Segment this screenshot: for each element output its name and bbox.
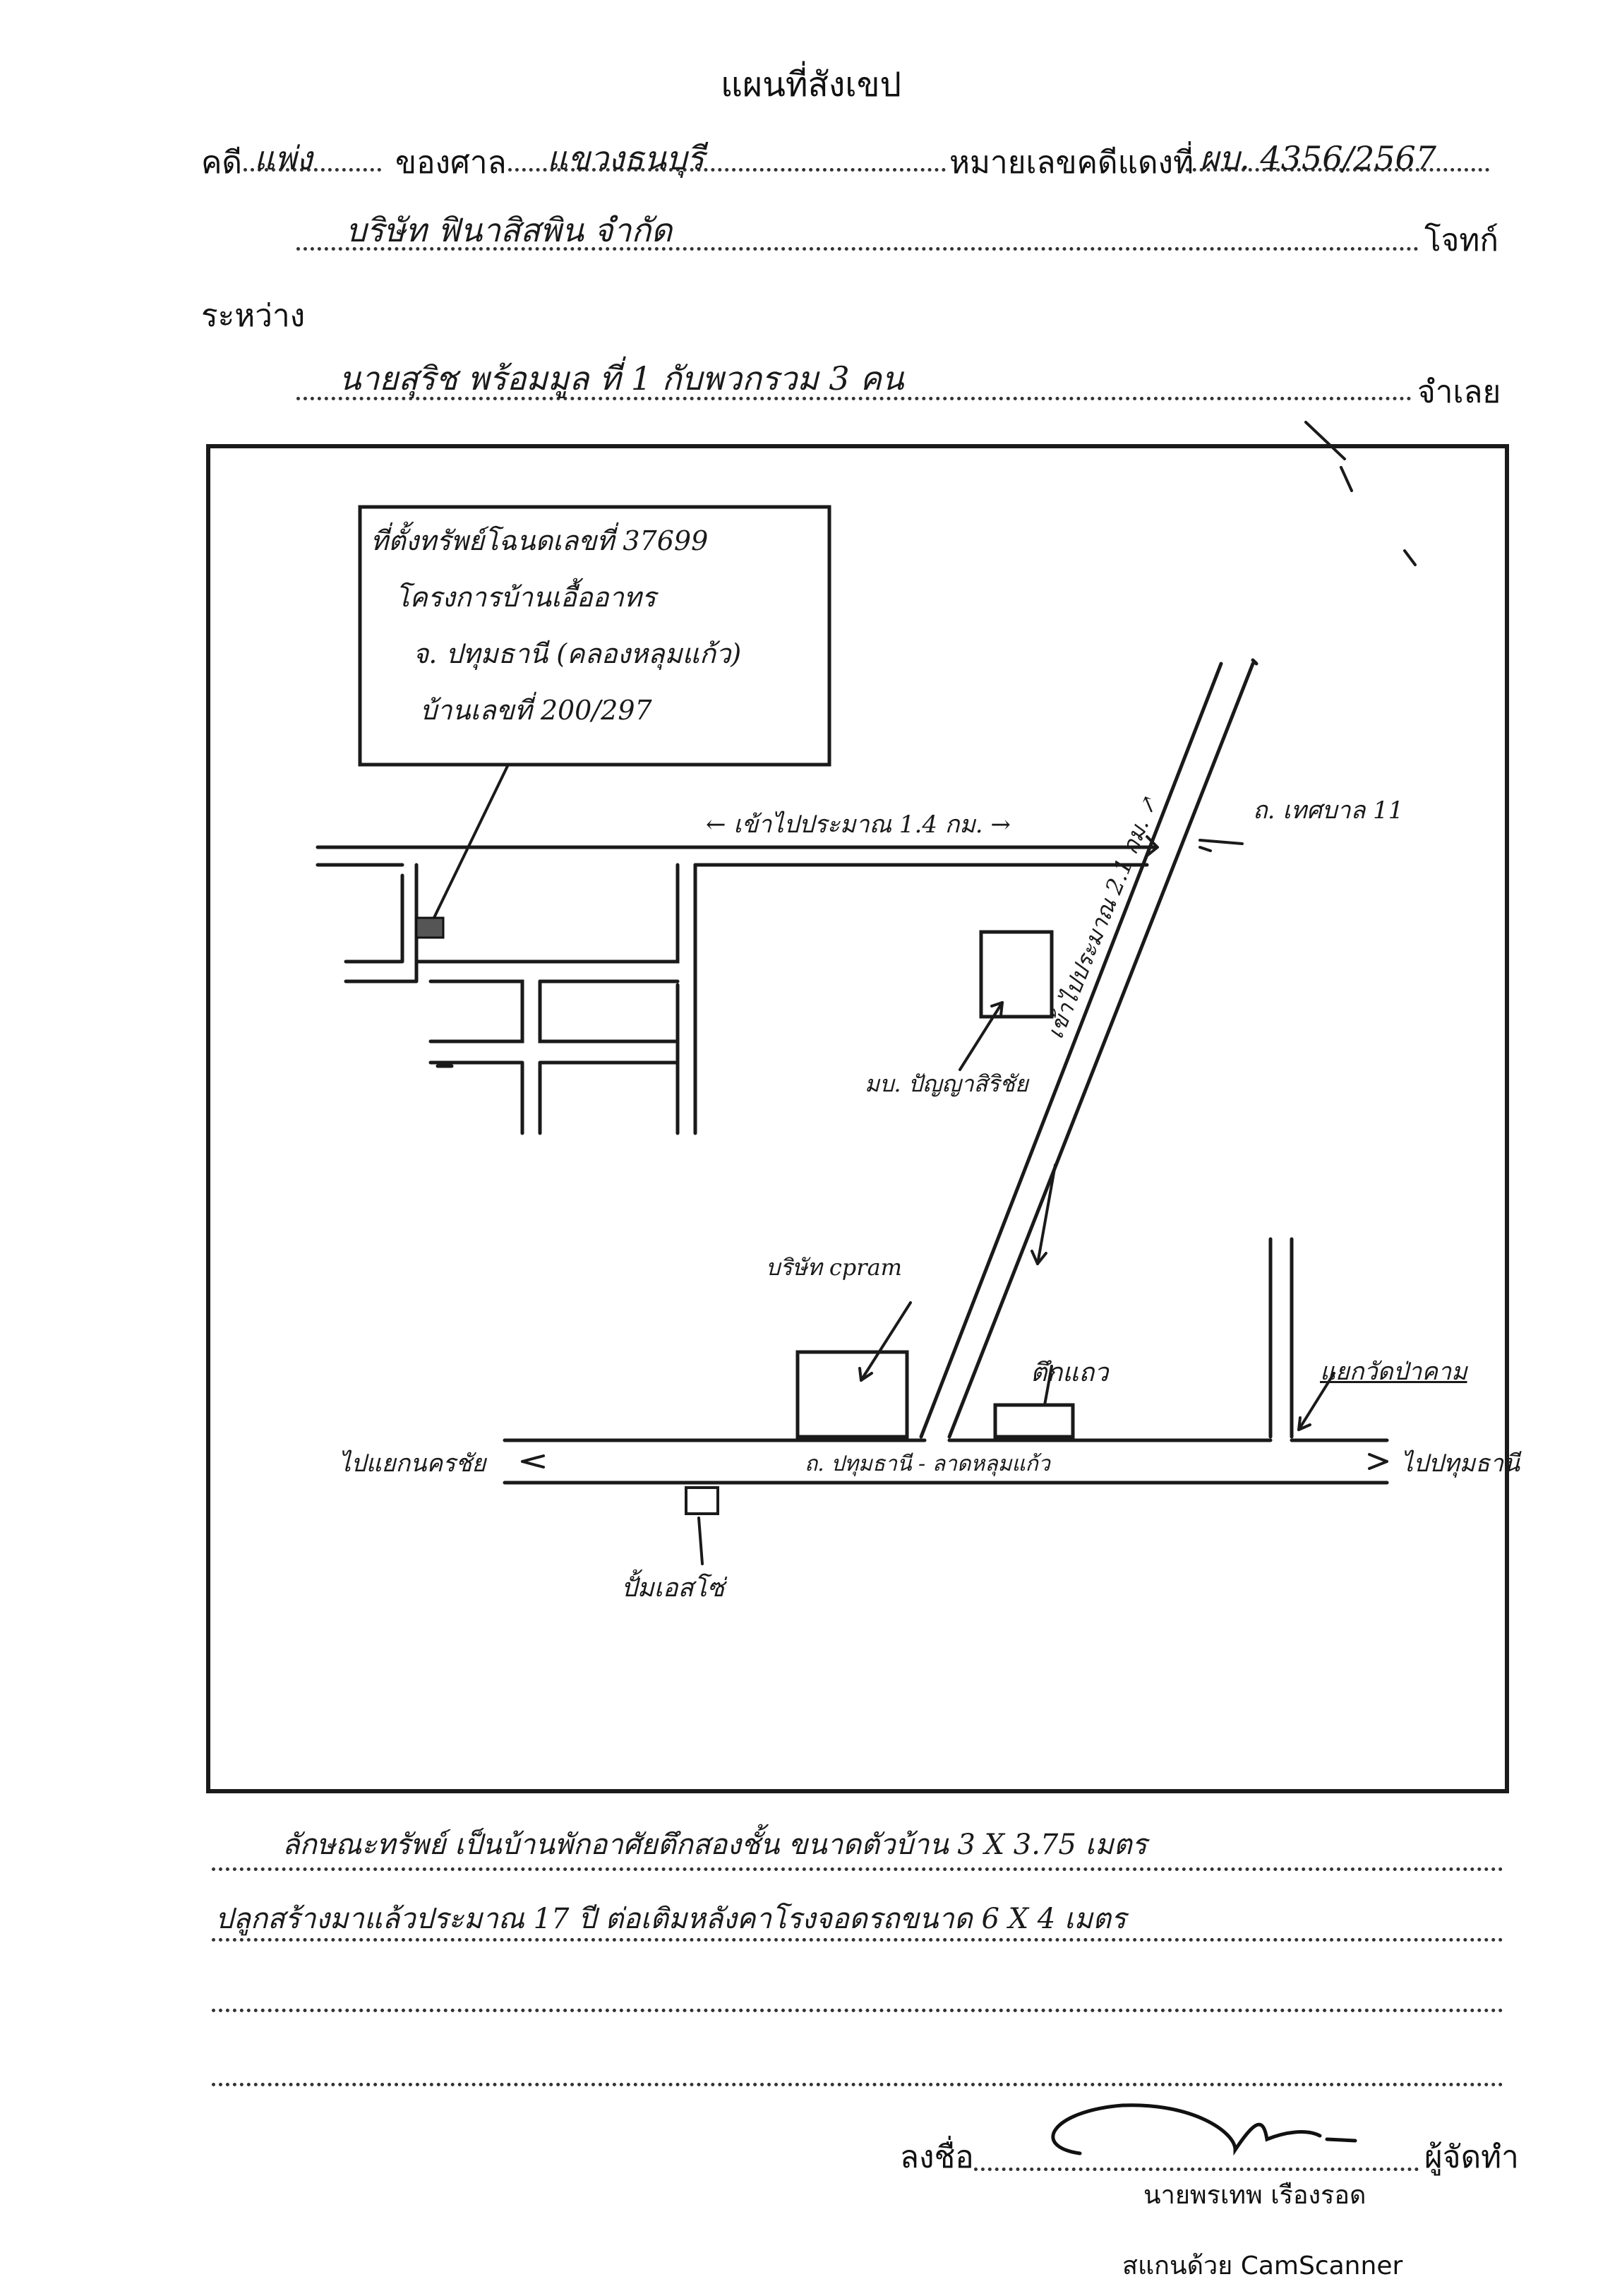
document-title: แผนที่สังเขป (721, 65, 901, 104)
red-case-line (1179, 168, 1489, 172)
top-road-name: ถ. เทศบาล 11 (1253, 796, 1404, 825)
junction-label: แยกวัดป่าคาม (1320, 1358, 1467, 1386)
cpram-leader (860, 1301, 912, 1382)
property-leader-line (429, 763, 510, 926)
main-road-label: ถ. ปทุมธานี - ลาดหลุมแก้ว (805, 1452, 1050, 1476)
scanner-footer: สแกนด้วย CamScanner (1122, 2252, 1403, 2280)
property-line-1: ที่ตั้งทรัพย์โฉนดเลขที่ 37699 (371, 525, 709, 556)
defendant-label: จำเลย (1417, 374, 1501, 410)
stray-mark (1403, 549, 1417, 566)
shophouse-label: ตึกแถว (1031, 1358, 1109, 1387)
signature-line (974, 2168, 1419, 2171)
gas-station-box (685, 1486, 719, 1515)
property-line-2: โครงการบ้านเอื้ออาทร (395, 582, 656, 613)
notes-line-2 (212, 1938, 1503, 1942)
school-label: มบ. ปัญญาสิริชัย (865, 1070, 1028, 1097)
school-leader (959, 1001, 1004, 1071)
property-line-4: บ้านเลขที่ 200/297 (420, 695, 652, 726)
court-name: แขวงธนบุรี (547, 139, 704, 177)
notes-line-4 (212, 2083, 1503, 2086)
grid-road-4 (428, 979, 524, 1044)
stray-mark (1340, 466, 1353, 492)
shophouse-box (993, 1403, 1075, 1439)
grid-road-1 (414, 863, 680, 964)
top-road-distance: ← เข้าไปประมาณ 1.4 กม. → (706, 811, 1011, 839)
defendant-name: นายสุริช พร้อมมูล ที่ 1 กับพวกรวม 3 คน (339, 359, 904, 397)
signature-role: ผู้จัดทำ (1424, 2139, 1519, 2175)
arrow-left (521, 1454, 545, 1469)
case-type: แพ่ง (254, 139, 313, 177)
diagonal-arrow (1036, 1164, 1057, 1265)
plaintiff-line (296, 247, 1419, 251)
arrow-head (1031, 1250, 1047, 1265)
company-label: บริษัท cpram (766, 1254, 902, 1281)
notes-text-2: ปลูกสร้างมาแล้วประมาณ 17 ปี ต่อเติมหลังค… (215, 1903, 1127, 1935)
to-right-label: ไปปทุมธานี (1401, 1449, 1520, 1478)
diagonal-tick (1251, 658, 1258, 666)
cpram-box (795, 1350, 909, 1439)
case-type-line (244, 168, 381, 172)
junction-leader (1297, 1372, 1335, 1431)
gas-leader (697, 1517, 704, 1565)
shophouse-leader (1043, 1365, 1053, 1406)
gas-station-label: ปั้มเอสโซ่ (621, 1574, 725, 1603)
signer-name: นายพรเทพ เรืองรอด (1143, 2181, 1366, 2210)
red-case-label: หมายเลขคดีแดงที่ (949, 145, 1194, 181)
grid-road-7 (428, 1060, 680, 1135)
diagonal-road-left (919, 662, 1223, 1439)
arrow-right (1368, 1453, 1388, 1470)
defendant-line (296, 397, 1412, 400)
property-callout-box (358, 505, 831, 767)
court-label: ของศาล (395, 145, 507, 181)
notes-line-1 (212, 1867, 1503, 1871)
plaintiff-name: บริษัท ฟินาสิสพิน จำกัด (346, 211, 673, 249)
arrow-head (1297, 1416, 1311, 1431)
court-line (508, 168, 946, 172)
arrow-head (858, 1367, 873, 1382)
arrow-tail (1199, 846, 1212, 852)
school-box (979, 930, 1054, 1019)
signature-scribble (1051, 2103, 1357, 2156)
map-frame (206, 444, 1509, 1793)
red-case-number: ผบ. 4356/2567 (1200, 139, 1437, 177)
between-label: ระหว่าง (201, 298, 306, 334)
signature-label: ลงชื่อ (900, 2139, 974, 2175)
to-left-label: ไปแยกนครชัย (339, 1449, 486, 1478)
notes-text-1: ลักษณะทรัพย์ เป็นบ้านพักอาศัยตึกสองชั้น … (282, 1829, 1148, 1861)
arrow-head (990, 1001, 1004, 1017)
thesaban-leader (1199, 839, 1244, 845)
diagonal-road-right (947, 662, 1255, 1439)
stray-mark (1304, 421, 1346, 460)
arrow-head (1146, 835, 1159, 857)
grid-road-6 (538, 979, 680, 1044)
notes-line-3 (212, 2009, 1503, 2012)
property-line-3: จ. ปทุมธานี (คลองหลุมแก้ว) (413, 638, 742, 669)
plaintiff-label: โจทก์ (1424, 222, 1499, 258)
property-marker (415, 916, 445, 939)
case-label: คดี (201, 145, 243, 181)
